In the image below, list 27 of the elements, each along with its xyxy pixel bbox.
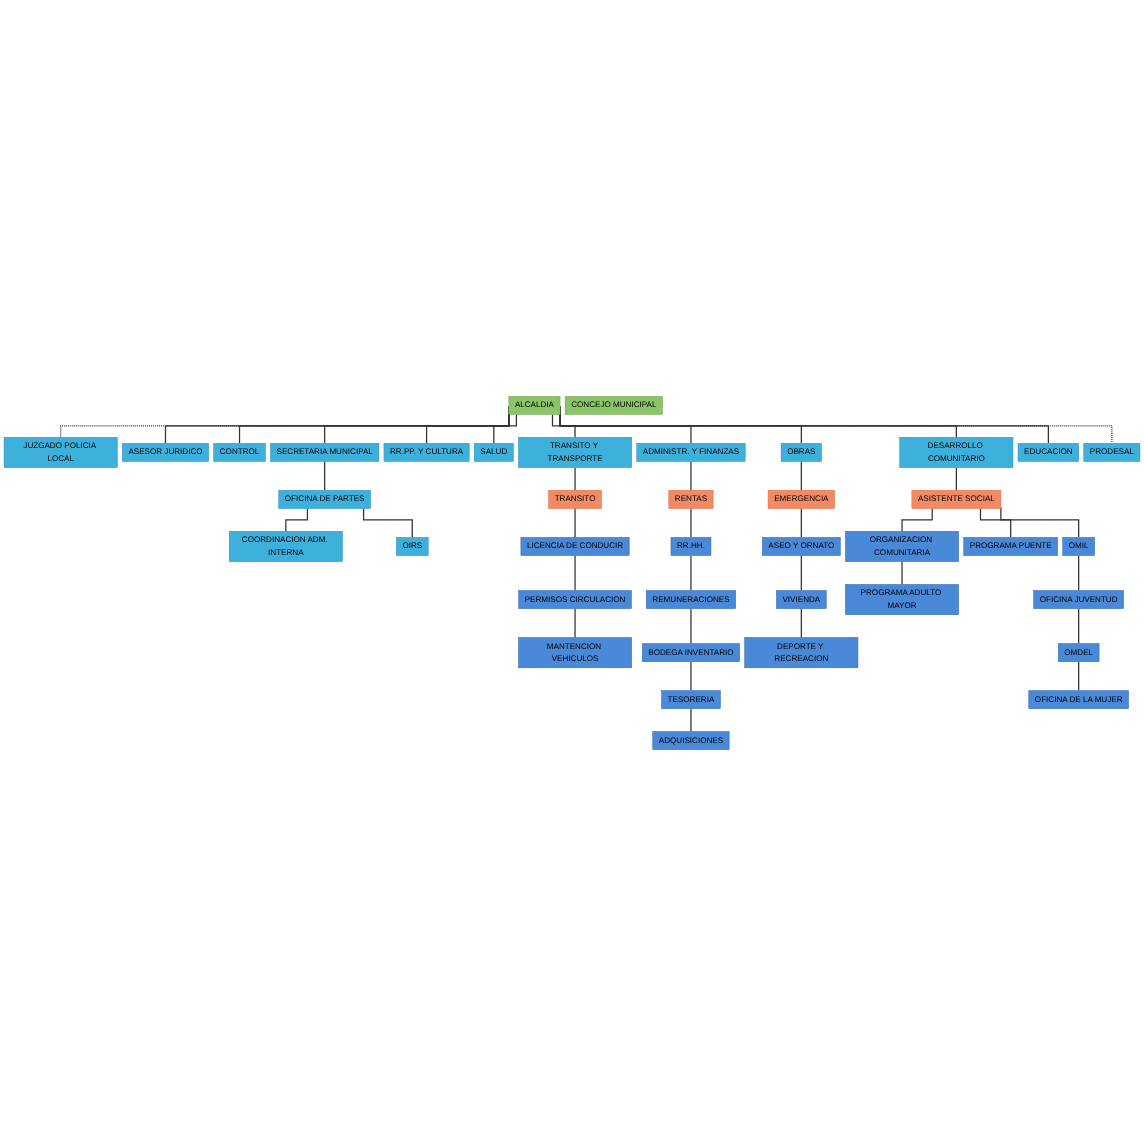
connector: [690, 507, 692, 538]
connector: [324, 460, 326, 491]
connector: [574, 466, 576, 491]
connector: [690, 608, 692, 645]
connector: [1078, 554, 1080, 592]
connector: [362, 507, 413, 538]
connector: [955, 466, 957, 491]
connector: [901, 507, 933, 532]
connector: [800, 608, 802, 639]
connector: [800, 460, 802, 491]
connector: [690, 554, 692, 592]
connector: [1000, 506, 1080, 538]
connector: [690, 460, 692, 491]
connector: [690, 708, 692, 733]
connector: [493, 413, 517, 444]
connector: [690, 661, 692, 692]
connector: [1078, 608, 1080, 645]
connector: [800, 554, 802, 592]
connector: [800, 507, 802, 538]
connector: [574, 507, 576, 538]
connector: [1078, 661, 1080, 692]
connector: [574, 608, 576, 639]
connector: [551, 413, 576, 438]
connector: [574, 554, 576, 592]
connector: [901, 561, 903, 585]
connector: [979, 507, 1012, 538]
connector: [285, 507, 309, 532]
